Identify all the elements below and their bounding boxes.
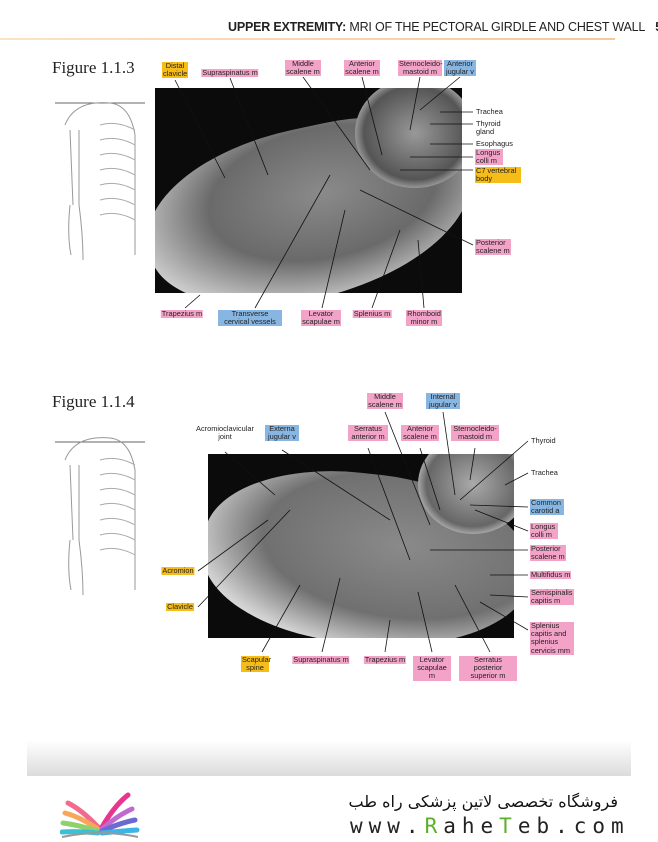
label-distal-clavicle: Distal clavicle — [162, 61, 188, 79]
label-serratus-anterior: Serratus anterior m — [348, 424, 388, 442]
label-acromion: Acromion — [161, 566, 195, 576]
label-scapular-spine: Scapular spine — [241, 655, 272, 673]
label-splenius: Splenius m — [352, 309, 392, 319]
label-sternocleidomastoid: Sternocleido-mastoid m — [451, 424, 499, 442]
label-trachea: Trachea — [476, 107, 503, 116]
label-middle-scalene: Middle scalene m — [285, 59, 321, 77]
label-supraspinatus: Supraspinatus m — [201, 68, 259, 78]
url-part: T — [499, 814, 518, 838]
running-header: UPPER EXTREMITY: MRI OF THE PECTORAL GIR… — [228, 20, 658, 34]
book-logo-icon — [60, 792, 140, 838]
label-trapezius: Trapezius m — [363, 655, 407, 665]
label-supraspinatus: Supraspinatus m — [292, 655, 350, 665]
header-bold: UPPER EXTREMITY: — [228, 20, 347, 34]
label-levator-scapulae: Levator scapulae m — [413, 655, 451, 681]
label-posterior-scalene: Posterior scalene m — [475, 238, 511, 256]
label-transverse-cervical-vessels: Transverse cervical vessels — [218, 309, 282, 327]
header-title: MRI OF THE PECTORAL GIRDLE AND CHEST WAL… — [349, 20, 646, 34]
url-part: www. — [350, 814, 425, 838]
figure-title: Figure 1.1.3 — [52, 58, 135, 77]
label-anterior-scalene: Anterior scalene m — [401, 424, 439, 442]
figure-title-2: Figure 1.1.4 — [52, 392, 135, 411]
store-name: فروشگاه تخصصی لاتین پزشکی راه طب — [348, 792, 618, 811]
label-trapezius: Trapezius m — [160, 309, 204, 319]
label-levator-scapulae: Levator scapulae m — [301, 309, 341, 327]
header-rule — [0, 38, 615, 40]
label-thyroid-gland: Thyroid gland — [476, 119, 501, 137]
label-serratus-posterior-superior: Serratus posterior superior m — [459, 655, 517, 681]
mri-image-axial-1 — [155, 88, 462, 293]
label-trachea: Trachea — [531, 468, 558, 477]
label-external-jugular: Externa jugular v — [265, 424, 299, 442]
label-acromioclavicular-joint: Acromioclavicular joint — [196, 424, 254, 442]
label-longus-colli: Longus colli m — [475, 148, 503, 166]
label-clavicle: Clavicle — [166, 602, 194, 612]
url-part: ahe — [443, 814, 500, 838]
skeleton-thumbnail-2 — [55, 437, 145, 596]
website-url[interactable]: www.RaheTeb.com — [350, 814, 630, 838]
label-multifidus: Multifidus m — [530, 570, 572, 580]
label-esophagus: Esophagus — [476, 139, 513, 148]
label-anterior-scalene: Anterior scalene m — [344, 59, 380, 77]
url-part: eb.com — [517, 814, 630, 838]
page-number: 5 — [655, 20, 658, 34]
label-middle-scalene: Middle scalene m — [367, 392, 403, 410]
skeleton-thumbnail — [55, 102, 145, 261]
footer-shadow-band — [27, 740, 631, 776]
label-rhomboid-minor: Rhomboid minor m — [406, 309, 442, 327]
label-semispinalis-capitis: Semispinalis capitis m — [530, 588, 574, 606]
label-internal-jugular: Internal jugular v — [426, 392, 460, 410]
label-longus-colli: Longus colli m — [530, 522, 558, 540]
mri-image-axial-2 — [208, 454, 514, 638]
leader-lines — [174, 76, 529, 653]
label-splenius-capitis-cervicis: Splenius capitis and splenius cervicis m… — [530, 621, 574, 655]
label-sternocleidomastoid: Sternocleido-mastoid m — [398, 59, 443, 77]
label-common-carotid: Common carotid a — [530, 498, 564, 516]
label-anterior-jugular: Anterior jugular v — [444, 59, 476, 77]
label-c7-vertebral-body: C7 vertebral body — [475, 166, 521, 184]
label-thyroid: Thyroid — [531, 436, 556, 445]
url-part: R — [424, 814, 444, 838]
label-posterior-scalene: Posterior scalene m — [530, 544, 566, 562]
